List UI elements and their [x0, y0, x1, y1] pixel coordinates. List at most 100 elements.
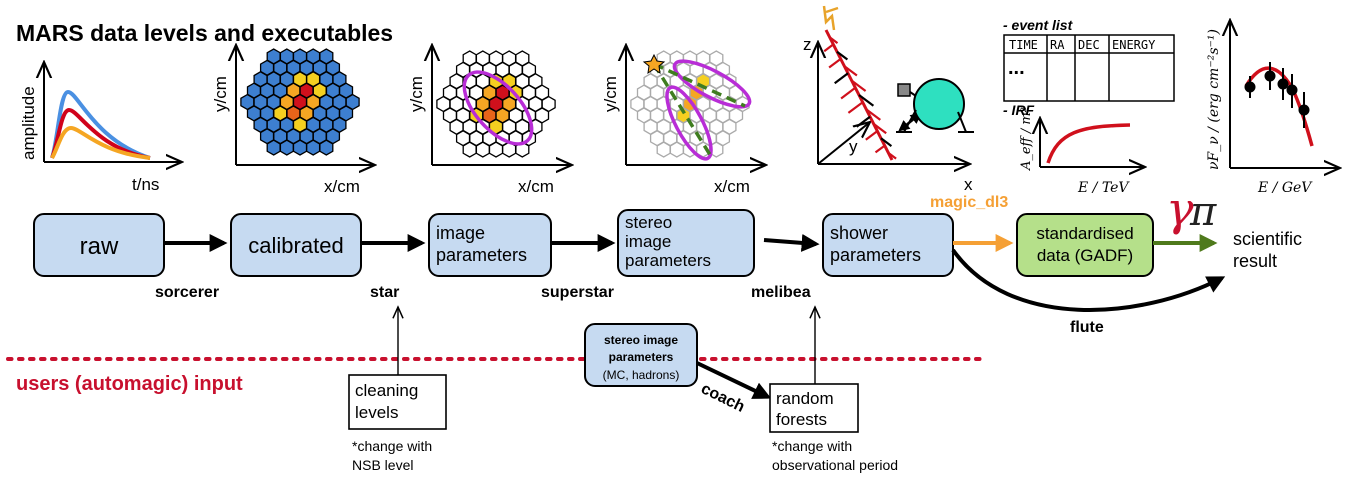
primary-gamma-icon	[822, 5, 839, 31]
shower-particle-track	[865, 108, 881, 121]
logo-gamma: γ	[1166, 182, 1194, 236]
calibrated-label: calibrated	[248, 233, 343, 258]
camera-panel: y/cm x/cm	[211, 45, 375, 196]
image-label-1: image	[436, 223, 485, 243]
shower-y-label: y	[849, 137, 858, 156]
logo-pi: π	[1189, 189, 1217, 235]
exe-flute: flute	[1070, 319, 1104, 336]
cleaned-panel: y/cm x/cm	[407, 45, 572, 196]
cleaned-y-label: y/cm	[407, 76, 426, 112]
event-list-table: TIME RA DEC ENERGY ...	[1003, 34, 1175, 102]
stereo-x-label: x/cm	[714, 177, 750, 196]
shower-particle-track	[829, 36, 839, 44]
cleaning-note-2: NSB level	[352, 457, 413, 473]
shower-panel: z y x	[803, 5, 974, 194]
user-input-label: users (automagic) input	[16, 373, 243, 395]
forests-note-2: observational period	[772, 457, 898, 473]
effective-area-curve	[1046, 123, 1131, 164]
mc-label-2: parameters	[609, 350, 674, 364]
exe-star: star	[370, 284, 399, 301]
shower-particle-track	[840, 86, 856, 100]
shower-label-2: parameters	[830, 245, 921, 265]
shower-y-axis	[817, 122, 870, 165]
gadf-label-2: data (GADF)	[1037, 246, 1133, 265]
shower-particle-track	[843, 65, 858, 77]
table-ellipsis: ...	[1008, 57, 1025, 79]
arrow-coach	[696, 361, 772, 399]
camera-hexagons-cleaned	[436, 50, 556, 158]
shower-z-label: z	[803, 35, 812, 54]
sed-data-points	[1244, 62, 1310, 128]
image-label-2: parameters	[436, 245, 527, 265]
raw-label: raw	[80, 233, 119, 260]
pulse-x-label: t/ns	[132, 175, 159, 194]
stereo-ellipse-1	[672, 59, 752, 109]
arrow-flute	[951, 248, 1226, 312]
pulse-curve-orange	[50, 125, 151, 160]
gammapy-logo: γ π	[1166, 182, 1217, 236]
stereo-ellipse-2	[665, 85, 713, 161]
pulse-curve-blue	[50, 89, 151, 160]
camera-hexagons-calibrated	[240, 48, 360, 156]
stereo-axis-line-1	[653, 62, 746, 108]
shower-particle-track	[847, 101, 864, 114]
irf-title: - IRF	[1003, 102, 1035, 118]
irf-x-label: E / TeV	[1077, 180, 1130, 196]
gadf-label-1: standardised	[1036, 224, 1133, 243]
forests-label-1: random	[776, 389, 834, 408]
exe-sorcerer: sorcerer	[155, 284, 219, 301]
forests-note-1: *change with	[772, 438, 852, 454]
stereo-y-label: y/cm	[601, 76, 620, 112]
camera-pixel	[345, 93, 360, 111]
source-star-icon	[642, 53, 666, 75]
stereo-label-1: stereo	[625, 213, 672, 232]
pulse-curve-red	[50, 107, 151, 160]
exe-superstar: superstar	[541, 284, 614, 301]
hillas-ellipse	[462, 70, 534, 146]
col-energy: ENERGY	[1112, 38, 1156, 52]
camera-x-label: x/cm	[324, 177, 360, 196]
pipeline-flow: raw calibrated image parameters stereo i…	[33, 209, 1302, 312]
air-shower	[823, 29, 897, 161]
mc-parameters-box	[584, 323, 698, 387]
sed-panel: νF_ν / (erg cm⁻²s⁻¹) E / GeV	[1206, 20, 1340, 196]
shower-particle-track	[858, 94, 875, 107]
camera-pixel	[541, 95, 556, 113]
sed-y-label: νF_ν / (erg cm⁻²s⁻¹)	[1206, 29, 1222, 170]
irf-y-label: A_eff / m²	[1019, 107, 1034, 171]
mc-label-1: stereo image	[604, 333, 678, 347]
shower-particle-track	[887, 151, 897, 160]
shower-particle-track	[851, 79, 867, 92]
exe-magic-dl3: magic_dl3	[930, 194, 1008, 211]
cleaning-note-1: *change with	[352, 438, 432, 454]
stereo-axis-line-2	[652, 63, 714, 159]
shower-particle-track	[873, 123, 887, 135]
cleaning-label-1: cleaning	[355, 381, 418, 400]
stereo-label-2: image	[625, 232, 671, 251]
cleaning-levels-box	[348, 374, 447, 430]
shower-x-label: x	[964, 175, 973, 194]
mc-label-3: (MC, hadrons)	[603, 368, 680, 382]
dl3-panel: - event list TIME RA DEC ENERGY ... - IR…	[1003, 17, 1175, 196]
col-dec: DEC	[1078, 38, 1100, 52]
shower-particle-track	[828, 58, 842, 69]
result-label-1: scientific	[1233, 229, 1302, 249]
pulse-y-label: amplitude	[19, 86, 38, 160]
stereo-panel: y/cm x/cm	[601, 45, 766, 196]
shower-particle-track	[823, 43, 834, 53]
diagram-title: MARS data levels and executables	[16, 20, 393, 46]
stereo-label-3: parameters	[625, 251, 711, 270]
sed-x-label: E / GeV	[1257, 180, 1313, 196]
col-time: TIME	[1009, 38, 1038, 52]
telescope-icon	[896, 78, 974, 133]
cleaning-label-2: levels	[355, 403, 398, 422]
shower-particle-track	[856, 115, 871, 128]
cleaned-x-label: x/cm	[518, 177, 554, 196]
event-list-title: - event list	[1003, 17, 1074, 33]
pulse-panel: amplitude t/ns	[19, 62, 182, 194]
forests-label-2: forests	[776, 410, 827, 429]
shower-label-1: shower	[830, 223, 888, 243]
shower-particle-track	[834, 72, 849, 85]
arrow-stereo-to-shower	[763, 233, 820, 252]
